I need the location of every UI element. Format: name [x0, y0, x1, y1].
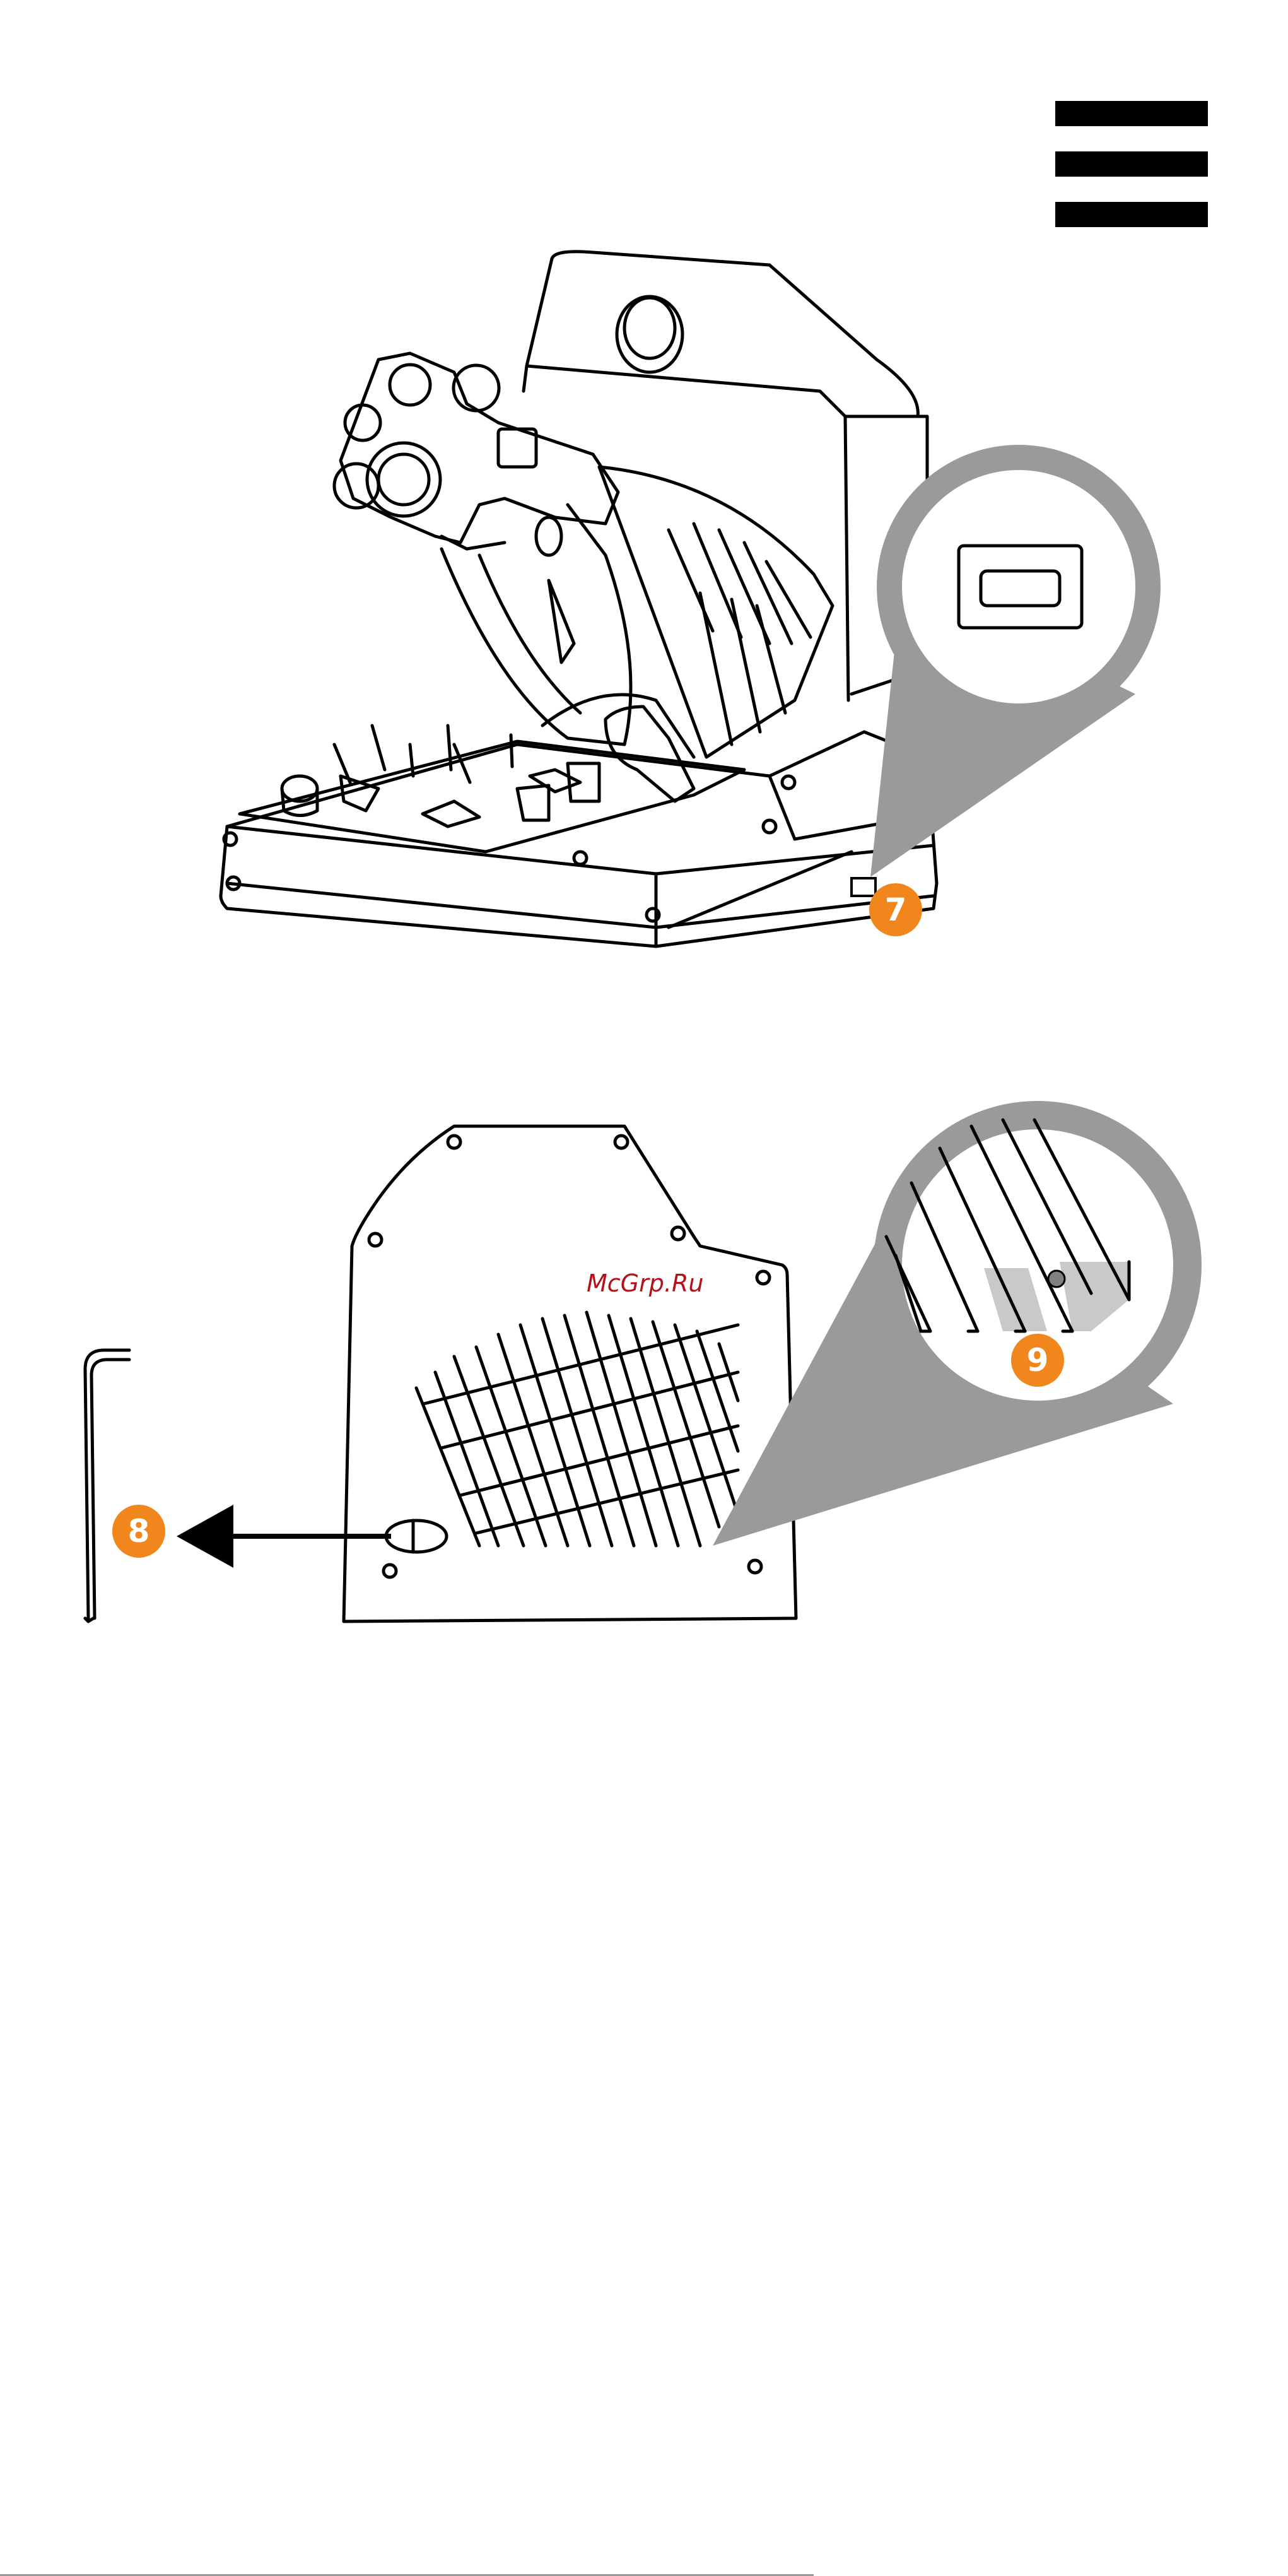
callout-8: 8	[112, 1505, 165, 1558]
allen-key-icon	[85, 1350, 129, 1618]
joystick-base-illustration	[0, 0, 1288, 984]
arrow-head	[177, 1505, 233, 1568]
callout-9: 9	[1011, 1334, 1064, 1387]
watermark-text: McGrp.Ru	[587, 1269, 703, 1297]
side-panel-illustration	[0, 1073, 1288, 1672]
panel-latch	[386, 1520, 447, 1552]
vent-slots	[416, 1312, 738, 1546]
callout-7: 7	[869, 883, 922, 936]
